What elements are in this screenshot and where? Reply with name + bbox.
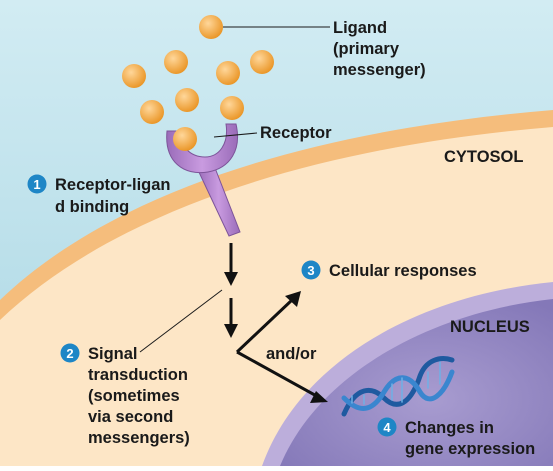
ligand-molecule <box>250 50 274 74</box>
step-2-text: via second <box>88 408 173 426</box>
step-1-text: Receptor-ligan <box>55 176 171 194</box>
dna-helix <box>341 356 455 417</box>
step-3-text: Cellular responses <box>329 262 477 280</box>
step-1-text: d binding <box>55 198 129 216</box>
ligand-label-line: messenger) <box>333 61 426 79</box>
pathway-arrows <box>224 243 328 403</box>
nucleus-label: NUCLEUS <box>450 318 530 336</box>
step-1-badge <box>27 174 47 194</box>
step-2-text: transduction <box>88 366 188 384</box>
step-2-text: Signal <box>88 345 138 363</box>
step-4-badge <box>377 417 397 437</box>
step-2-text: messengers) <box>88 429 190 447</box>
ligand-molecule <box>216 61 240 85</box>
ligand-molecule <box>122 64 146 88</box>
ligand-molecule <box>175 88 199 112</box>
ligand-label-line: (primary <box>333 40 400 58</box>
step-4-text: gene expression <box>405 440 535 458</box>
receptor-leader-line <box>213 132 258 138</box>
cytosol-label: CYTOSOL <box>444 148 523 166</box>
step-3-number: 3 <box>307 263 314 278</box>
ligand-molecule <box>140 100 164 124</box>
ligand-molecule <box>199 15 223 39</box>
transduction-leader-line <box>139 289 223 353</box>
ligand-label: Ligand (primary messenger) <box>333 19 426 79</box>
step-3: 3 Cellular responses <box>301 260 477 280</box>
step-4-text: Changes in <box>405 419 494 437</box>
ligand-molecule <box>220 96 244 120</box>
bound-ligand <box>173 127 197 151</box>
step-3-badge <box>301 260 321 280</box>
step-2-badge <box>60 343 80 363</box>
step-1-number: 1 <box>33 177 40 192</box>
step-2-text: (sometimes <box>88 387 180 405</box>
ligands <box>122 15 274 151</box>
ligand-molecule <box>164 50 188 74</box>
receptor-protein <box>166 123 241 237</box>
step-2-number: 2 <box>66 346 73 361</box>
and-or-label: and/or <box>266 345 317 363</box>
receptor-label: Receptor <box>260 124 332 142</box>
step-2: 2 Signal transduction (sometimes via sec… <box>60 343 190 447</box>
ligand-label-line: Ligand <box>333 19 387 37</box>
step-4-number: 4 <box>383 420 391 435</box>
step-1: 1 Receptor-ligan d binding <box>27 174 171 216</box>
step-4: 4 Changes in gene expression <box>377 417 535 458</box>
